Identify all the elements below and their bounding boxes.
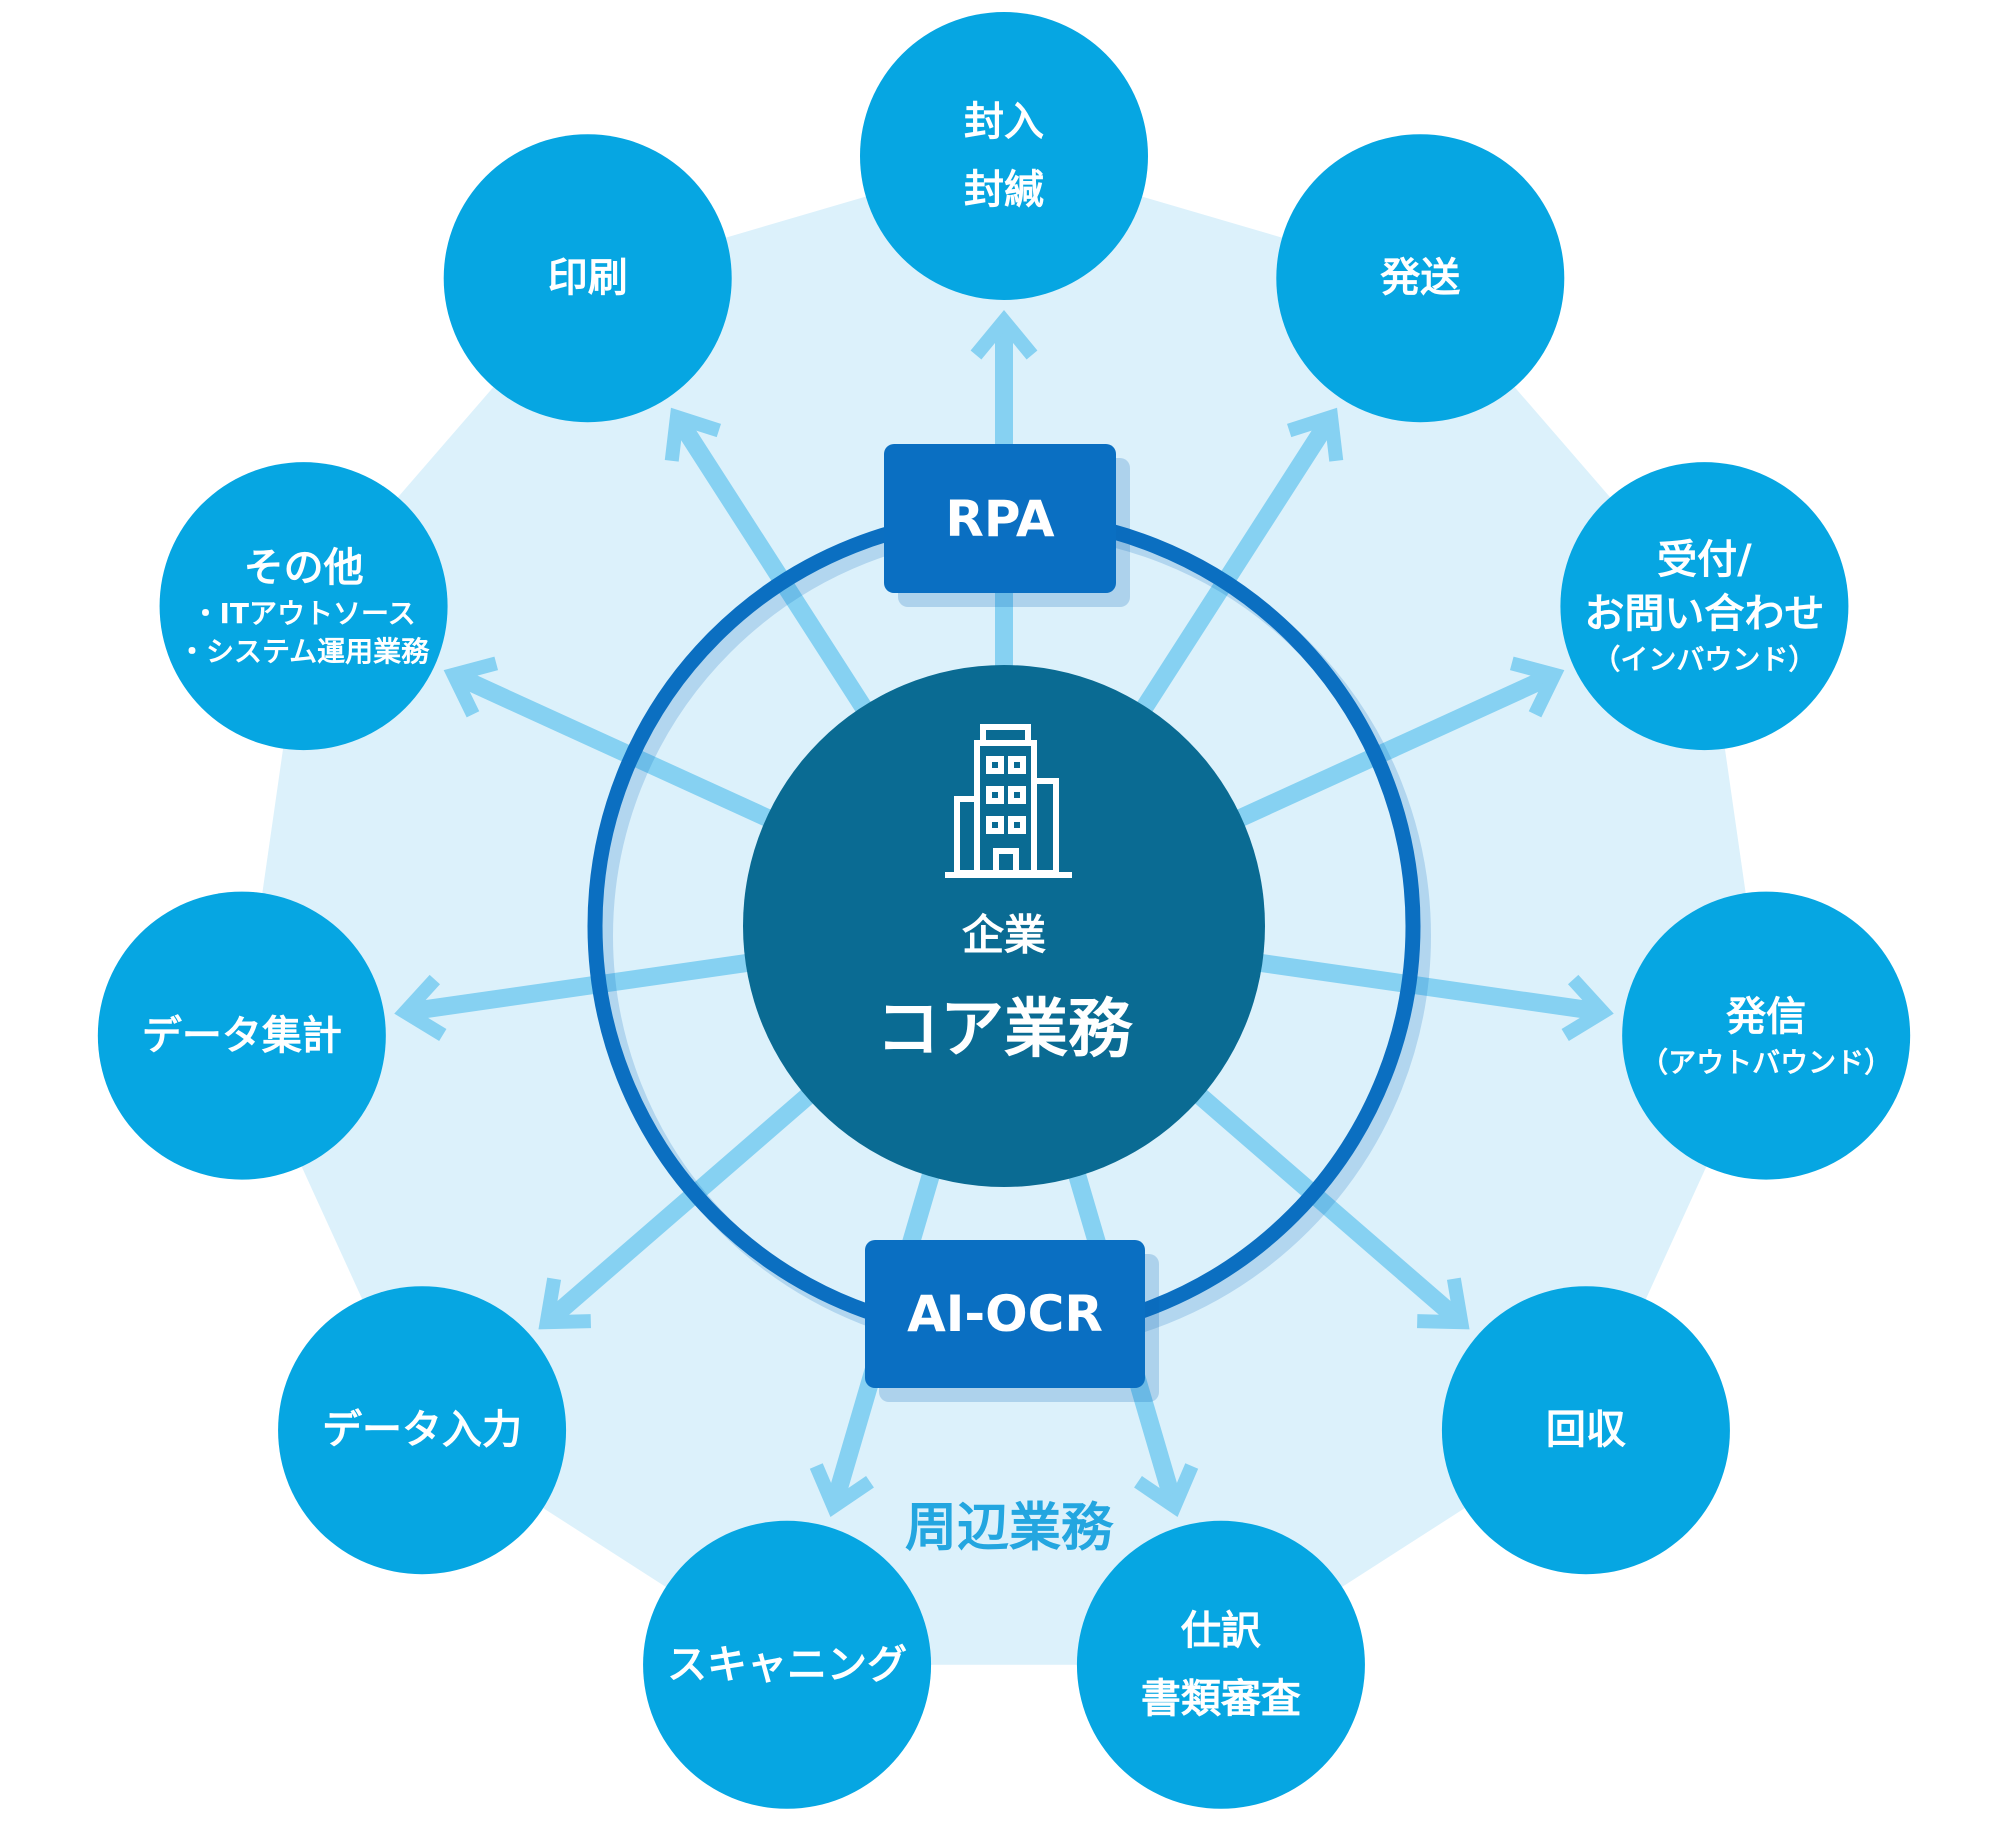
- arrow-head: [1509, 656, 1565, 718]
- satellite-label-line: 封入: [964, 99, 1044, 145]
- ai-ocr-label: AI-OCR: [907, 1285, 1103, 1343]
- satellite-label-line: お問い合わせ: [1584, 591, 1825, 638]
- arrow-head: [1417, 1277, 1470, 1330]
- ai-ocr-box: AI-OCR: [865, 1240, 1145, 1388]
- satellite-label-line: スキャニング: [667, 1641, 908, 1688]
- satellite-label: 仕訳書類審査: [1141, 1590, 1301, 1740]
- arrow-shaft: [673, 418, 904, 763]
- satellite-circle: [278, 1286, 567, 1575]
- satellite-label-line: 発送: [1380, 255, 1461, 302]
- arrow-head: [394, 974, 447, 1041]
- satellite-label: 発送: [1380, 251, 1460, 305]
- satellite-label: その他・ITアウトソース・システム運用業務: [178, 541, 429, 671]
- arrow-shaft: [1149, 1050, 1462, 1324]
- satellite-label-line: 印刷: [547, 255, 628, 302]
- arrow-head: [1134, 1463, 1199, 1518]
- rpa-label: RPA: [945, 489, 1055, 548]
- arrow-shaft: [1182, 669, 1551, 852]
- satellite-label-line: データ集計: [141, 1012, 342, 1059]
- satellite-sublabel: （インバウンド）: [1592, 643, 1817, 677]
- arrow-shaft: [411, 945, 808, 1020]
- satellite-label: スキャニング: [667, 1638, 907, 1692]
- arrow-head: [1561, 974, 1614, 1041]
- arrow-shaft: [1200, 945, 1597, 1020]
- arrow-shaft: [1104, 418, 1335, 763]
- arrow-head: [443, 656, 499, 718]
- core-business-circle: [743, 665, 1265, 1187]
- arrows: [394, 309, 1614, 1518]
- satellite-label-line: 封緘: [964, 167, 1044, 213]
- arrow-head: [538, 1277, 591, 1330]
- satellite-sublabel: ・ITアウトソース: [191, 597, 416, 631]
- satellite-label: 受付/お問い合わせ （インバウンド）: [1584, 533, 1824, 679]
- satellite-sublabel: （アウトバウンド）: [1640, 1045, 1893, 1079]
- satellite-label-line: 回収: [1545, 1407, 1626, 1454]
- satellite-label-line: 仕訳: [1180, 1607, 1261, 1654]
- satellite-label: 回収: [1546, 1403, 1626, 1457]
- arrow-head: [970, 309, 1038, 360]
- arrow-head: [664, 407, 721, 462]
- arrow-head: [809, 1463, 874, 1518]
- satellite-circle: [1076, 1520, 1365, 1809]
- satellite-sublabel: ・システム運用業務: [177, 635, 430, 669]
- satellite-circle: [1276, 134, 1565, 423]
- satellite-label-line: その他: [243, 545, 364, 592]
- satellite-circle: [443, 134, 732, 423]
- core-subtitle: 企業: [961, 910, 1047, 960]
- satellite-label: 封入封緘: [964, 81, 1044, 231]
- arrow-shaft: [457, 669, 826, 852]
- satellites: [97, 12, 1911, 1809]
- satellite-label-line: 書類審査: [1140, 1675, 1301, 1722]
- peripheral-label: 周辺業務: [904, 1498, 1114, 1559]
- satellite-label: 印刷: [548, 251, 628, 305]
- satellite-circle: [1560, 462, 1849, 751]
- satellite-label-line: 発信: [1726, 993, 1807, 1040]
- core-title: コア業務: [876, 993, 1132, 1067]
- satellite-circle: [97, 891, 386, 1180]
- satellite-label-line: 受付/: [1657, 537, 1752, 584]
- arrow-head: [1287, 407, 1344, 462]
- satellite-circle: [1622, 891, 1911, 1180]
- satellite-label: データ入力: [322, 1403, 522, 1457]
- satellite-label: 発信 （アウトバウンド）: [1640, 990, 1892, 1082]
- satellite-label-line: データ入力: [322, 1407, 523, 1454]
- arrow-shaft: [546, 1050, 859, 1324]
- satellite-circle: [643, 1520, 932, 1809]
- building-icon: [945, 724, 1072, 878]
- rpa-box: RPA: [884, 444, 1116, 593]
- satellite-circle: [159, 462, 448, 751]
- satellite-label: データ集計: [142, 1009, 342, 1063]
- satellite-circle: [1441, 1286, 1730, 1575]
- satellite-circle: [860, 12, 1148, 300]
